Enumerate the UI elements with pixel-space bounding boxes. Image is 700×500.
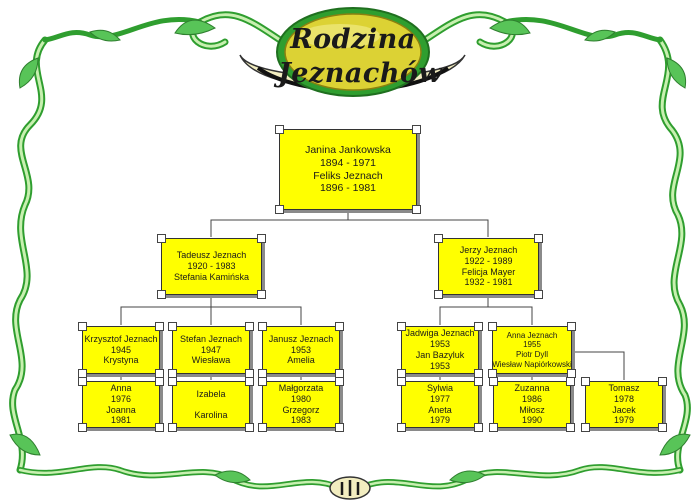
person-box-stefan: Stefan Jeznach 1947 Wiesława: [168, 322, 254, 378]
person-line: 1920 - 1983: [187, 261, 236, 272]
person-line: Małgorzata: [278, 382, 324, 393]
title-badge: [239, 7, 466, 97]
person-line: Amelia: [287, 355, 315, 366]
person-box-zuzanna-milosz: Zuzanna 1986 Miłosz 1990: [489, 377, 575, 432]
person-line: 1978: [613, 393, 635, 404]
person-line: Stefania Kamińska: [173, 271, 250, 282]
bottom-medallion: [329, 476, 371, 500]
person-line: Karolina: [194, 409, 228, 420]
person-line: 1979: [429, 415, 451, 426]
person-line: 1932 - 1981: [464, 277, 513, 288]
person-line: Felicja Mayer: [461, 266, 516, 277]
person-line: Krzysztof Jeznach: [84, 333, 158, 344]
person-box-jadwiga: Jadwiga Jeznach 1953 Jan Bazyluk 1953: [397, 322, 483, 378]
person-box-izabela-karolina: Izabela Karolina: [168, 377, 254, 432]
person-line: 1976: [110, 393, 132, 404]
person-line: Izabela: [196, 388, 226, 399]
person-line: Grzegorz: [282, 404, 320, 415]
person-line: 1947: [200, 344, 222, 355]
title: Rodzina Jeznachów: [278, 8, 443, 100]
person-box-tomasz-jacek: Tomasz 1978 Jacek 1979: [581, 377, 667, 432]
person-line: 1945: [110, 344, 132, 355]
title-line-1: Rodzina: [290, 24, 416, 55]
person-box-jerzy: Jerzy Jeznach 1922 - 1989 Felicja Mayer …: [434, 234, 543, 299]
person-line: Miłosz: [519, 404, 545, 415]
person-box-malgorzata-grzegorz: Małgorzata 1980 Grzegorz 1983: [258, 377, 344, 432]
person-line: 1979: [613, 415, 635, 426]
person-line: 1980: [290, 393, 312, 404]
person-line: Jadwiga Jeznach: [405, 328, 475, 339]
connector-jerzy: [439, 295, 533, 325]
person-line: Stefan Jeznach: [179, 333, 243, 344]
person-line: 1953: [429, 339, 451, 350]
person-line: 1977: [429, 393, 451, 404]
person-line: Aneta: [428, 404, 452, 415]
person-line: Wiesław Napiórkowski: [492, 359, 572, 369]
person-line: Zuzanna: [514, 382, 550, 393]
person-line: 1922 - 1989: [464, 255, 513, 266]
person-line: 1990: [521, 415, 543, 426]
person-line: Sylwia: [426, 382, 453, 393]
person-box-sylwia-aneta: Sylwia 1977 Aneta 1979: [397, 377, 483, 432]
person-box-anna-joanna: Anna 1976 Joanna 1981: [78, 377, 164, 432]
person-box-anna-jeznach: Anna Jeznach 1955 Piotr Dyll Wiesław Nap…: [488, 322, 576, 378]
person-line: Joanna: [106, 404, 136, 415]
person-line: 1896 - 1981: [319, 182, 377, 195]
person-line: Janusz Jeznach: [268, 333, 334, 344]
connector-root: [210, 210, 489, 237]
person-line: Anna: [110, 382, 132, 393]
person-line: Feliks Jeznach: [313, 169, 383, 182]
person-line: 1953: [290, 344, 312, 355]
person-box-krzysztof: Krzysztof Jeznach 1945 Krystyna: [78, 322, 164, 378]
person-line: Tomasz: [608, 382, 640, 393]
person-line: Janina Jankowska: [305, 144, 391, 157]
person-line: Jan Bazyluk: [415, 350, 465, 360]
person-line: Piotr Dyll: [515, 350, 548, 359]
title-line-2: Jeznachów: [278, 58, 443, 89]
person-line: 1983: [290, 415, 312, 426]
person-line: Anna Jeznach: [506, 330, 558, 340]
person-line: 1894 - 1971: [319, 156, 377, 169]
person-box-tadeusz: Tadeusz Jeznach 1920 - 1983 Stefania Kam…: [157, 234, 266, 299]
person-line: Krystyna: [103, 355, 139, 366]
person-box-janina-feliks: Janina Jankowska 1894 - 1971 Feliks Jezn…: [275, 125, 421, 214]
person-line: Tadeusz Jeznach: [176, 250, 247, 261]
connector-gen3-gen4: [120, 374, 533, 380]
person-line: 1953: [429, 360, 451, 371]
person-box-janusz: Janusz Jeznach 1953 Amelia: [258, 322, 344, 378]
person-line: Jacek: [612, 404, 636, 415]
person-line: 1955: [523, 340, 541, 350]
person-line: Wiesława: [191, 355, 231, 366]
connector-anna-tomasz: [572, 351, 625, 380]
connector-tadeusz: [120, 295, 302, 325]
person-line: 1981: [110, 415, 132, 426]
person-line: Jerzy Jeznach: [459, 244, 518, 255]
person-line: 1986: [521, 393, 543, 404]
